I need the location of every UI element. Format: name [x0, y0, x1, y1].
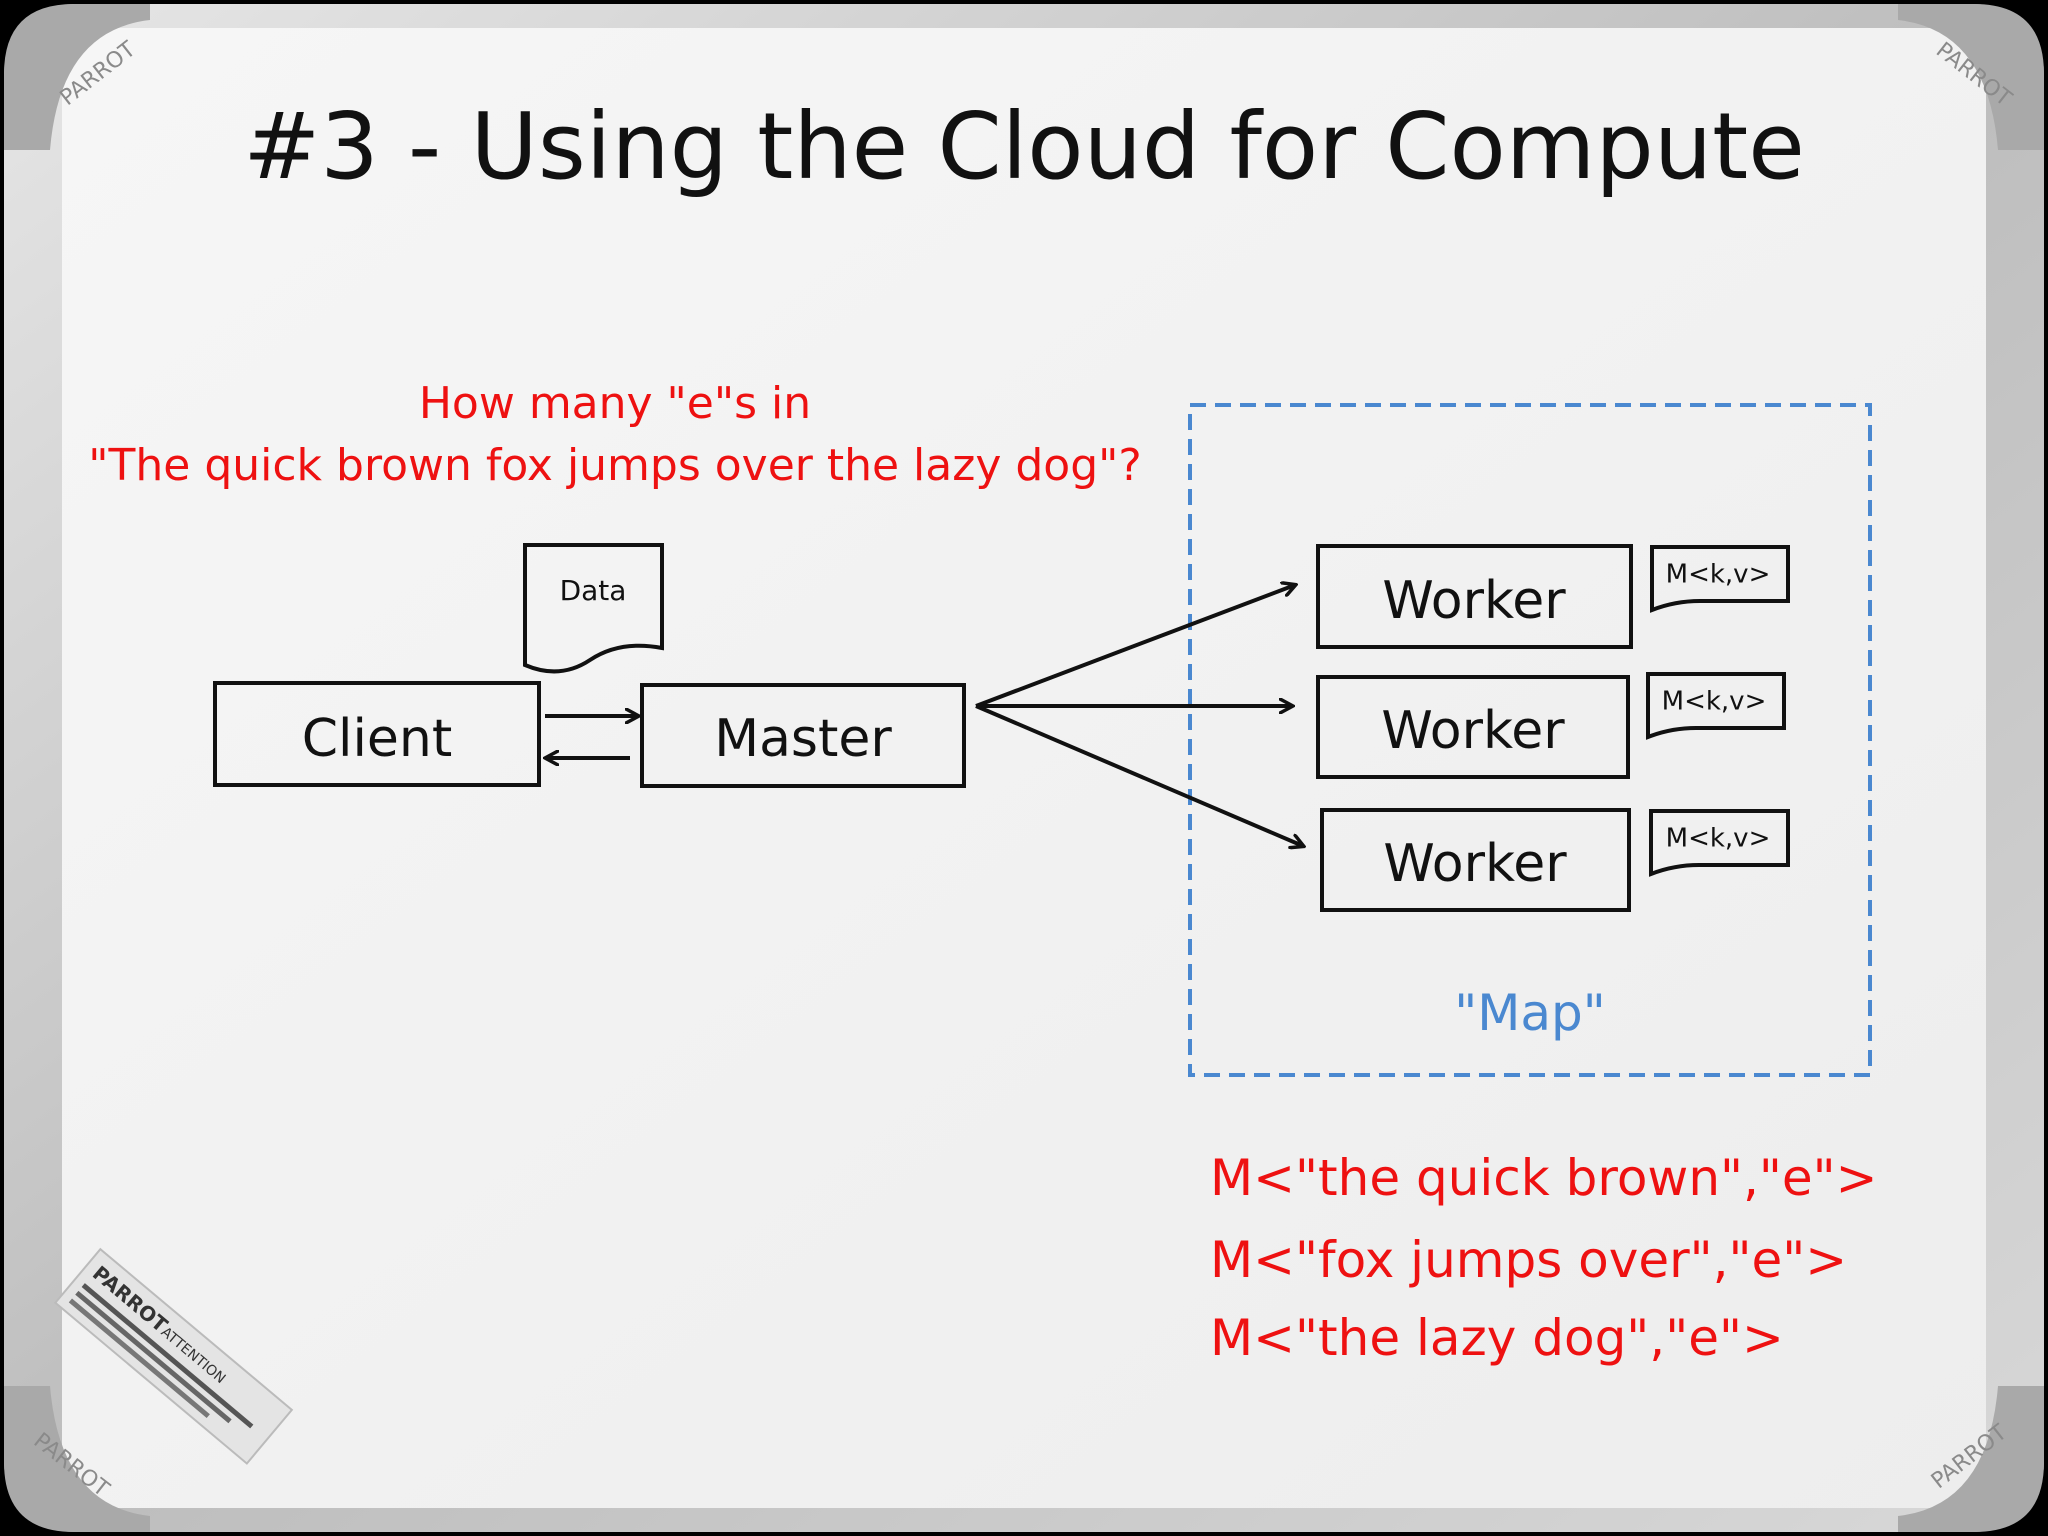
- master-box: [640, 683, 966, 788]
- map-region: [1188, 403, 1872, 1077]
- manufacturer-sticker: PARROT ATTENTION: [53, 1247, 294, 1465]
- worker-label-1: Worker: [1382, 571, 1566, 631]
- map-output-2: M<"fox jumps over","e">: [1210, 1231, 1847, 1289]
- arrow-master-to-worker-1: [975, 585, 1295, 708]
- worker-box-2: [1316, 675, 1630, 779]
- master-label: Master: [714, 709, 892, 769]
- corner-cap-top-right: [1898, 4, 2044, 150]
- worker-box-3: [1320, 808, 1631, 912]
- data-document-label: Data: [560, 574, 627, 607]
- client-box: [213, 681, 541, 787]
- worker-output-label-1: M<k,v>: [1666, 560, 1771, 590]
- arrow-master-to-worker-3: [975, 704, 1303, 846]
- worker-box-1: [1316, 544, 1633, 649]
- worker-output-shape-2: [1646, 672, 1786, 740]
- question-line-1: How many "e"s in: [419, 378, 811, 429]
- worker-output-label-3: M<k,v>: [1666, 824, 1771, 854]
- data-document-shape: [523, 543, 664, 674]
- worker-output-shape-1: [1650, 545, 1790, 613]
- question-line-2: "The quick brown fox jumps over the lazy…: [88, 440, 1141, 491]
- worker-output-shape-3: [1649, 809, 1790, 877]
- map-output-1: M<"the quick brown","e">: [1210, 1149, 1878, 1207]
- corner-cap-bottom-right: [1898, 1386, 2044, 1532]
- map-label: "Map": [1454, 984, 1606, 1042]
- worker-output-label-2: M<k,v>: [1662, 687, 1767, 717]
- board-surface: [62, 28, 1986, 1508]
- worker-label-3: Worker: [1383, 834, 1567, 894]
- page-title: #3 - Using the Cloud for Compute: [243, 93, 1805, 200]
- client-label: Client: [302, 709, 453, 769]
- corner-cap-top-left: [4, 4, 150, 150]
- corner-cap-bottom-left: [4, 1386, 150, 1532]
- map-output-3: M<"the lazy dog","e">: [1210, 1309, 1784, 1367]
- worker-label-2: Worker: [1381, 701, 1565, 761]
